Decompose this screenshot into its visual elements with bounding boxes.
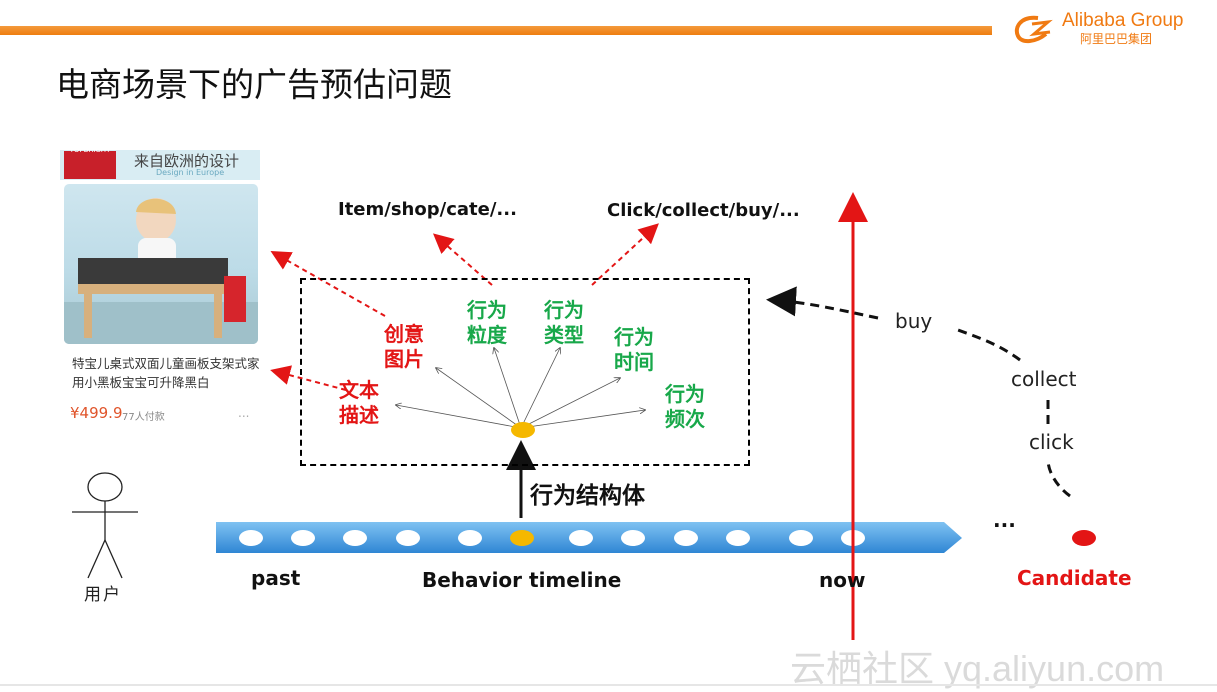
watermark-text: 云栖社区 yq.aliyun.com [790,648,1165,689]
item-dimension-label: Item/shop/cate/... [338,199,517,220]
user-label: 用户 [84,585,122,605]
buy-curve [957,328,1021,362]
banner-title: 来自欧洲的设计 [134,152,240,170]
spoke-image [436,368,522,429]
product-banner: TOPBRIGHT 来自欧洲的设计 Design in Europe [60,146,260,180]
bottom-divider [0,684,1217,686]
collect-label: collect [1011,367,1077,391]
buy-label: buy [895,309,933,333]
logo-brand-text: Alibaba Group [1062,10,1184,31]
text-feature-label: 文本 描述 [339,378,379,427]
behavior-center-dot [511,422,535,438]
click-curve [1046,459,1071,498]
brand-badge: TOPBRIGHT [64,146,116,179]
spoke-frequency [520,410,645,429]
buy-arrow-to-box [766,286,879,320]
now-label: now [819,568,866,592]
behavior-struct-label: 行为结构体 [530,483,645,509]
product-description: 特宝儿桌式双面儿童画板支架式家用小黑板宝宝可升降黑白 [72,356,260,390]
timeline-dots [239,530,865,546]
spoke-time [520,378,620,429]
spoke-granularity [494,348,522,429]
arrow-to-item [432,233,493,286]
alibaba-logo-icon [1014,15,1053,43]
product-card: TOPBRIGHT 来自欧洲的设计 Design in Europe 特宝儿桌式… [60,146,263,428]
spoke-text [396,405,522,429]
spoke-type [520,348,560,429]
arrow-to-image [270,251,386,317]
arrow-to-action [591,223,659,286]
frequency-label: 行为 频次 [665,382,705,431]
user-figure-icon [72,472,138,579]
image-feature-label: 创意 图片 [384,322,424,371]
child-drawing-table-image [64,198,258,344]
timeline-title: Behavior timeline [422,568,622,592]
page-title: 电商场景下的广告预估问题 [56,65,452,104]
product-photo [64,184,258,344]
past-label: past [251,566,301,590]
type-label: 行为 类型 [544,298,584,347]
header-accent-bar [0,26,992,35]
logo-cn-text: 阿里巴巴集团 [1080,32,1153,46]
action-dimension-label: Click/collect/buy/... [607,200,800,221]
candidate-label: Candidate [1017,566,1132,590]
candidate-dot [1072,530,1096,546]
behavior-struct-box [300,278,750,466]
timeline-ellipsis: ... [993,508,1016,532]
buyer-count: 77人付款 [122,412,165,423]
arrow-to-text [270,365,347,391]
more-icon: ... [238,406,250,420]
click-label: click [1029,430,1074,454]
time-label: 行为 时间 [614,325,654,374]
product-price: ¥499.9 [70,404,123,422]
granularity-label: 行为 粒度 [467,298,507,347]
banner-subtitle: Design in Europe [156,168,225,177]
